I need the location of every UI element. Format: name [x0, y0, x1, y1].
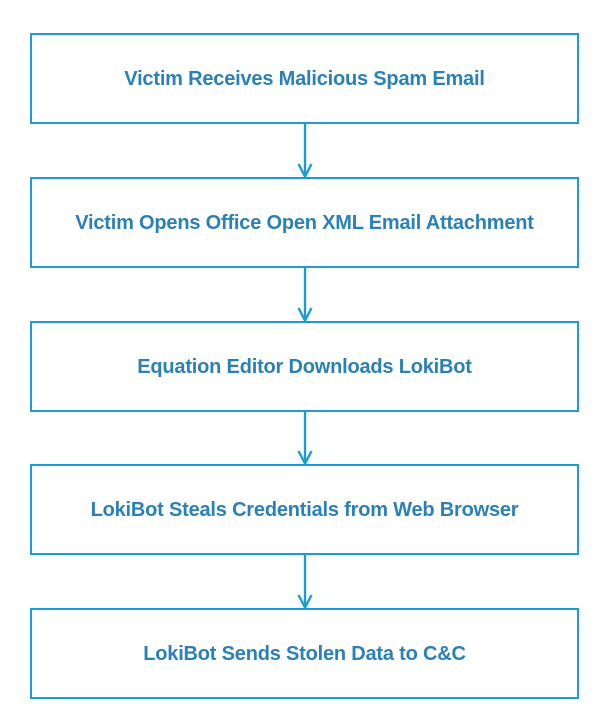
flow-node-step-5[interactable]: LokiBot Sends Stolen Data to C&C: [30, 608, 579, 699]
down-arrow-icon-4: [297, 555, 313, 611]
flow-node-label: LokiBot Steals Credentials from Web Brow…: [90, 498, 519, 521]
down-arrow-icon-1: [297, 124, 313, 180]
flow-node-step-2[interactable]: Victim Opens Office Open XML Email Attac…: [30, 177, 579, 268]
flow-node-label: Victim Opens Office Open XML Email Attac…: [75, 211, 534, 234]
down-arrow-icon-2: [297, 268, 313, 324]
flow-node-step-3[interactable]: Equation Editor Downloads LokiBot: [30, 321, 579, 412]
down-arrow-icon-3: [297, 412, 313, 467]
flow-node-label: LokiBot Sends Stolen Data to C&C: [143, 642, 466, 665]
flow-node-step-1[interactable]: Victim Receives Malicious Spam Email: [30, 33, 579, 124]
flow-node-step-4[interactable]: LokiBot Steals Credentials from Web Brow…: [30, 464, 579, 555]
flow-node-label: Victim Receives Malicious Spam Email: [124, 67, 485, 90]
flow-node-label: Equation Editor Downloads LokiBot: [137, 355, 472, 378]
